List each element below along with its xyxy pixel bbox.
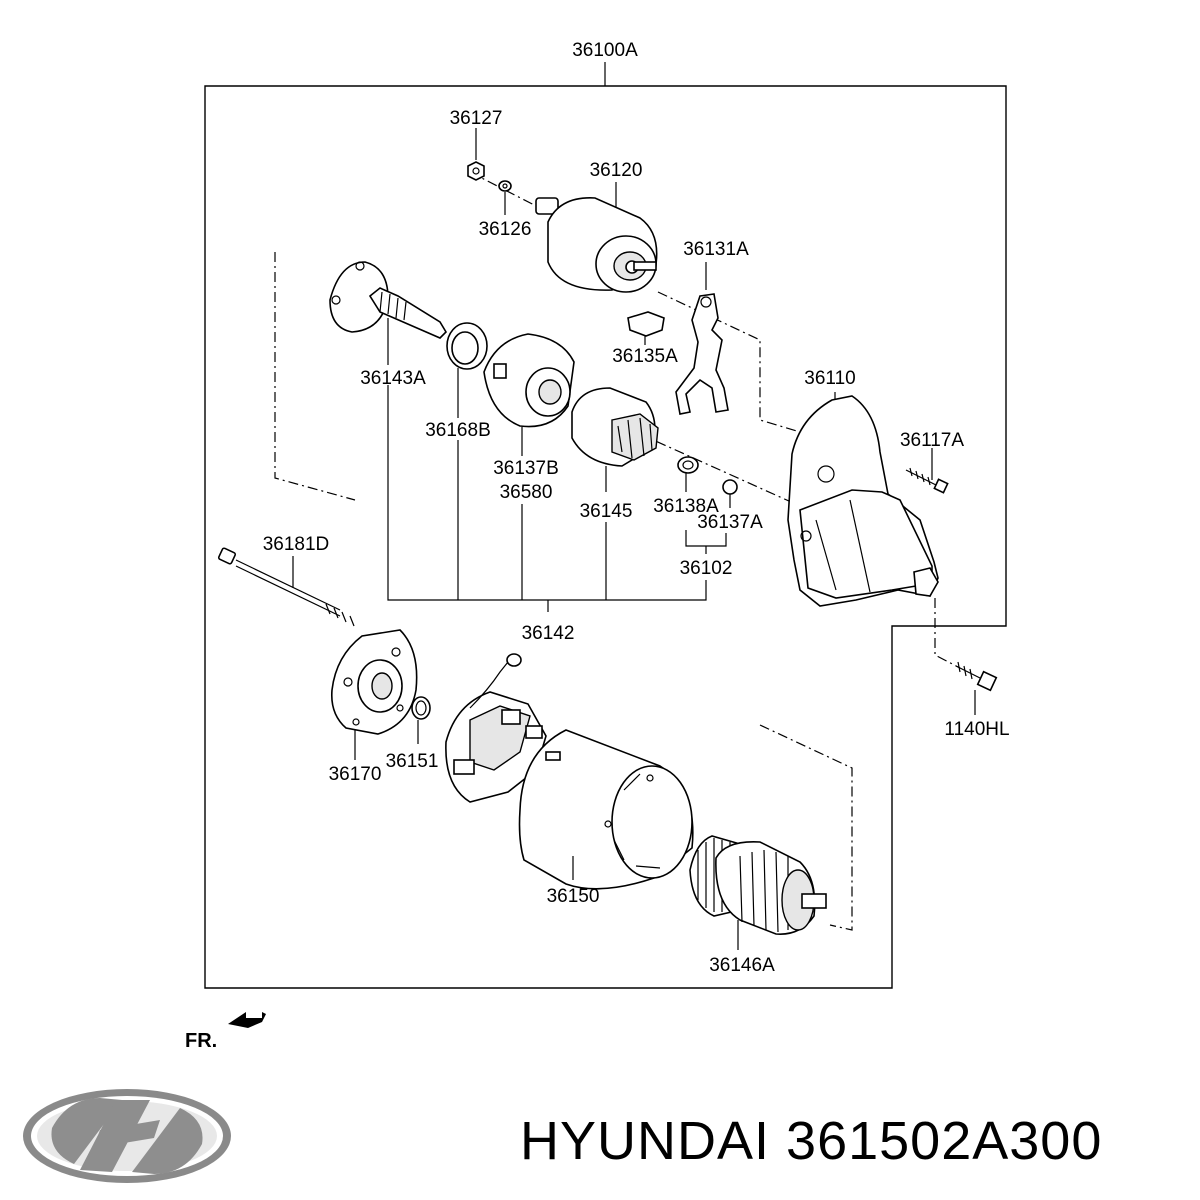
label-36110: 36110 (804, 368, 855, 389)
brand-name: HYUNDAI (520, 1111, 771, 1171)
label-36181D: 36181D (263, 534, 330, 555)
brand-part-title: HYUNDAI 361502A300 (520, 1110, 1102, 1172)
bolt-1140HL (955, 661, 998, 692)
front-housing-36110 (787, 395, 939, 607)
assembly-frame (204, 85, 1007, 989)
brush-holder (445, 653, 547, 803)
label-36168B: 36168B (425, 420, 491, 441)
through-bolt-36181D (217, 547, 355, 627)
label-36100A: 36100A (572, 40, 638, 61)
yoke-36150 (518, 729, 694, 890)
snap-ring-36137A (722, 479, 738, 495)
label-36131A: 36131A (683, 239, 749, 260)
part-number: 361502A300 (786, 1111, 1103, 1171)
washer-36151 (411, 696, 431, 720)
nut-36127 (467, 161, 485, 181)
front-arrow-icon (228, 1012, 266, 1028)
clutch-housing-36137B (483, 333, 575, 428)
label-36142: 36142 (522, 623, 575, 644)
spring-36135A (627, 311, 665, 337)
label-1140HL: 1140HL (944, 719, 1009, 740)
front-indicator-label: FR. (185, 1030, 217, 1052)
label-36138A: 36138A (653, 496, 719, 517)
washer-36138A (677, 456, 699, 474)
label-36127: 36127 (450, 108, 503, 129)
label-36150: 36150 (547, 886, 600, 907)
label-36137A: 36137A (697, 512, 763, 533)
label-36151: 36151 (386, 751, 439, 772)
label-36146A: 36146A (709, 955, 775, 976)
label-36145: 36145 (580, 501, 633, 522)
label-36102: 36102 (680, 558, 733, 579)
label-36143A: 36143A (360, 368, 426, 389)
bolt-36117A (905, 467, 949, 494)
shaft-36143A (329, 261, 448, 339)
pinion-36145 (571, 387, 659, 467)
label-36137B: 36137B (493, 458, 559, 479)
armature-36146A (689, 835, 827, 935)
label-36170: 36170 (329, 764, 382, 785)
label-36117A: 36117A (900, 430, 964, 451)
solenoid-36120 (535, 197, 658, 293)
label-36120: 36120 (590, 160, 643, 181)
label-36580: 36580 (500, 482, 553, 503)
label-36135A: 36135A (612, 346, 678, 367)
washer-36126 (498, 180, 512, 192)
label-36126: 36126 (479, 219, 532, 240)
hyundai-logo-icon (23, 1089, 231, 1183)
lever-36131A (675, 293, 729, 415)
end-cover-36170 (330, 629, 418, 735)
ring-36168B (446, 322, 488, 370)
